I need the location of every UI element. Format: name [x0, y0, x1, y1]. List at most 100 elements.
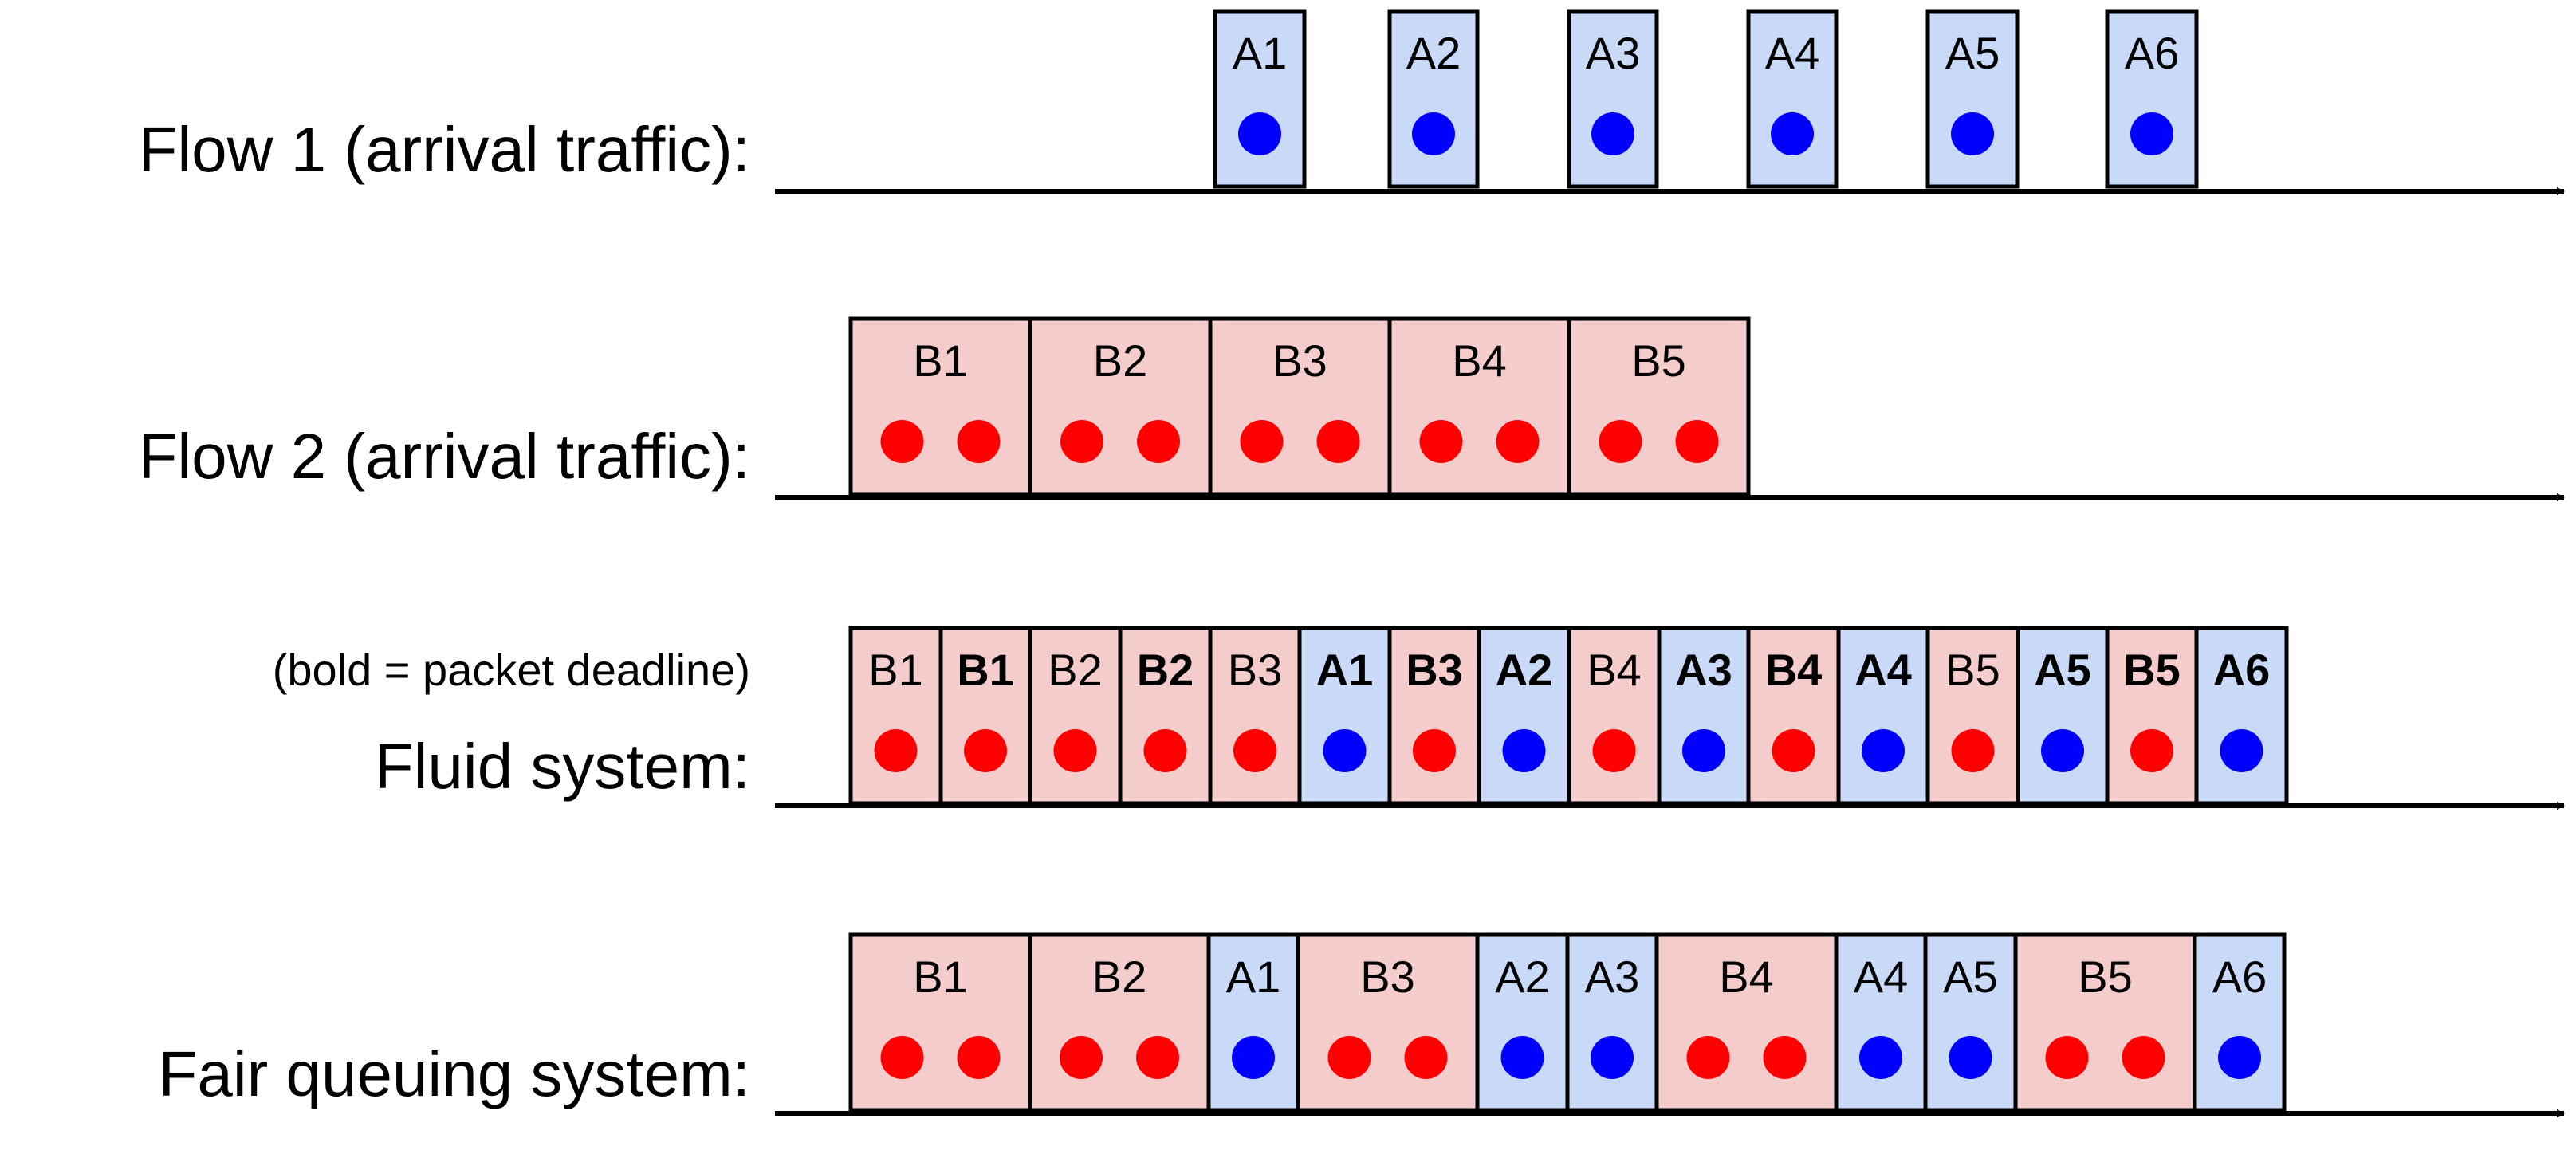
flow-b-packet-dot [1686, 1036, 1730, 1079]
packet-box-fill [2194, 626, 2289, 806]
deadline-legend-note: (bold = packet deadline) [272, 645, 750, 695]
packet-label: A3 [1586, 28, 1641, 78]
packet-box-fill [1746, 9, 1839, 189]
flow-a-packet-dot [1859, 1036, 1902, 1079]
packet-box-fill [1657, 626, 1751, 806]
flow-b-packet-dot [880, 1036, 924, 1079]
packet-box: B2 [1028, 316, 1213, 497]
packet-label: B4 [1719, 952, 1774, 1002]
flow-b-packet-dot [2130, 729, 2173, 772]
flow-b-packet-dot [1060, 1036, 1103, 1079]
packet-label: B5 [1945, 645, 2000, 695]
packet-box-fill [1834, 932, 1928, 1113]
flow-b-packet-dot [957, 420, 1001, 463]
packet-label: A5 [1945, 28, 2000, 78]
packet-label: B3 [1228, 645, 1283, 695]
packet-label: A4 [1854, 645, 1912, 695]
packet-label: B1 [913, 952, 968, 1002]
packet-label: A6 [2212, 952, 2267, 1002]
packet-box-fill [1208, 316, 1392, 497]
packet-label: B5 [1631, 336, 1686, 386]
flow-a-packet-dot [1412, 112, 1455, 155]
flow-b-packet-dot [1404, 1036, 1448, 1079]
packet-label: A4 [1854, 952, 1909, 1002]
flow-a-packet-dot [2218, 1036, 2261, 1079]
flow-b-packet-dot [1143, 729, 1187, 772]
packet-box-fill [1028, 626, 1123, 806]
packet-box: B5 [2013, 932, 2197, 1113]
packet-box-fill [1654, 932, 1839, 1113]
flow-a-packet-dot [1500, 1036, 1544, 1079]
packet-box: A2 [1475, 932, 1570, 1113]
packet-label: B2 [1093, 336, 1148, 386]
packet-box-fill [1475, 932, 1570, 1113]
packet-box-fill [1567, 9, 1659, 189]
packet-label: B5 [2123, 645, 2181, 695]
packet-box-fill [848, 626, 943, 806]
packet-label: A3 [1585, 952, 1640, 1002]
flow-a-packet-dot [1323, 729, 1367, 772]
packet-label: A5 [2034, 645, 2091, 695]
flow-a-packet-dot [1591, 1036, 1634, 1079]
flow-a-packet-dot [2130, 112, 2173, 155]
flow-a-packet-dot [1502, 729, 1546, 772]
packet-box: B4 [1654, 932, 1839, 1113]
packet-label: A2 [1496, 645, 1553, 695]
packet-label: B1 [913, 336, 968, 386]
packet-box: B1 [938, 626, 1032, 806]
packet-label: A6 [2213, 645, 2271, 695]
packet-box: A3 [1567, 9, 1659, 189]
packet-label: B2 [1092, 952, 1147, 1002]
flow-b-packet-dot [957, 1036, 1001, 1079]
packet-label: A5 [1943, 952, 1998, 1002]
packet-box-fill [848, 932, 1032, 1113]
packet-box-fill [1836, 626, 1930, 806]
packet-label: A4 [1765, 28, 1820, 78]
flow-b-packet-dot [1419, 420, 1463, 463]
packet-box: A5 [1925, 9, 2020, 189]
flow-b-packet-dot [2045, 1036, 2089, 1079]
flow-b-packet-dot [1327, 1036, 1371, 1079]
packet-label: B3 [1406, 645, 1463, 695]
packet-box: B5 [2105, 626, 2199, 806]
flow2-label: Flow 2 (arrival traffic): [138, 421, 750, 492]
flow-a-packet-dot [1951, 112, 1994, 155]
packet-box: A2 [1477, 626, 1571, 806]
packet-box-fill [1925, 626, 2020, 806]
packet-box-fill [1297, 626, 1392, 806]
packet-box: B5 [1925, 626, 2020, 806]
packet-box: B4 [1387, 316, 1571, 497]
flow-a-packet-dot [1862, 729, 1905, 772]
packet-label: B3 [1272, 336, 1327, 386]
packet-label: A1 [1226, 952, 1281, 1002]
fair-queuing-system-label: Fair queuing system: [158, 1038, 750, 1109]
packet-box-fill [1387, 626, 1481, 806]
packet-box: B4 [1746, 626, 1841, 806]
flow-a-packet-dot [1771, 112, 1814, 155]
packet-box: B5 [1567, 316, 1751, 497]
packet-label: A1 [1233, 28, 1288, 78]
packet-box: B3 [1296, 932, 1480, 1113]
flow-b-packet-dot [1763, 1036, 1807, 1079]
flow-b-packet-dot [1599, 420, 1642, 463]
packet-box: A6 [2105, 9, 2199, 189]
flow-b-packet-dot [1136, 1036, 1179, 1079]
packet-box: A5 [1923, 932, 2018, 1113]
packet-box: A6 [2194, 626, 2289, 806]
packet-box: B3 [1208, 316, 1392, 497]
packet-box: B1 [848, 932, 1032, 1113]
packet-label: B2 [1137, 645, 1194, 695]
packet-box-fill [1565, 932, 1659, 1113]
flow-b-packet-dot [1772, 729, 1815, 772]
flow-a-packet-dot [1238, 112, 1281, 155]
packet-box: A1 [1297, 626, 1392, 806]
packet-label: B4 [1587, 645, 1642, 695]
packet-box-fill [1746, 626, 1841, 806]
packet-label: B4 [1452, 336, 1507, 386]
flow-b-packet-dot [1137, 420, 1180, 463]
packet-box-fill [2013, 932, 2197, 1113]
